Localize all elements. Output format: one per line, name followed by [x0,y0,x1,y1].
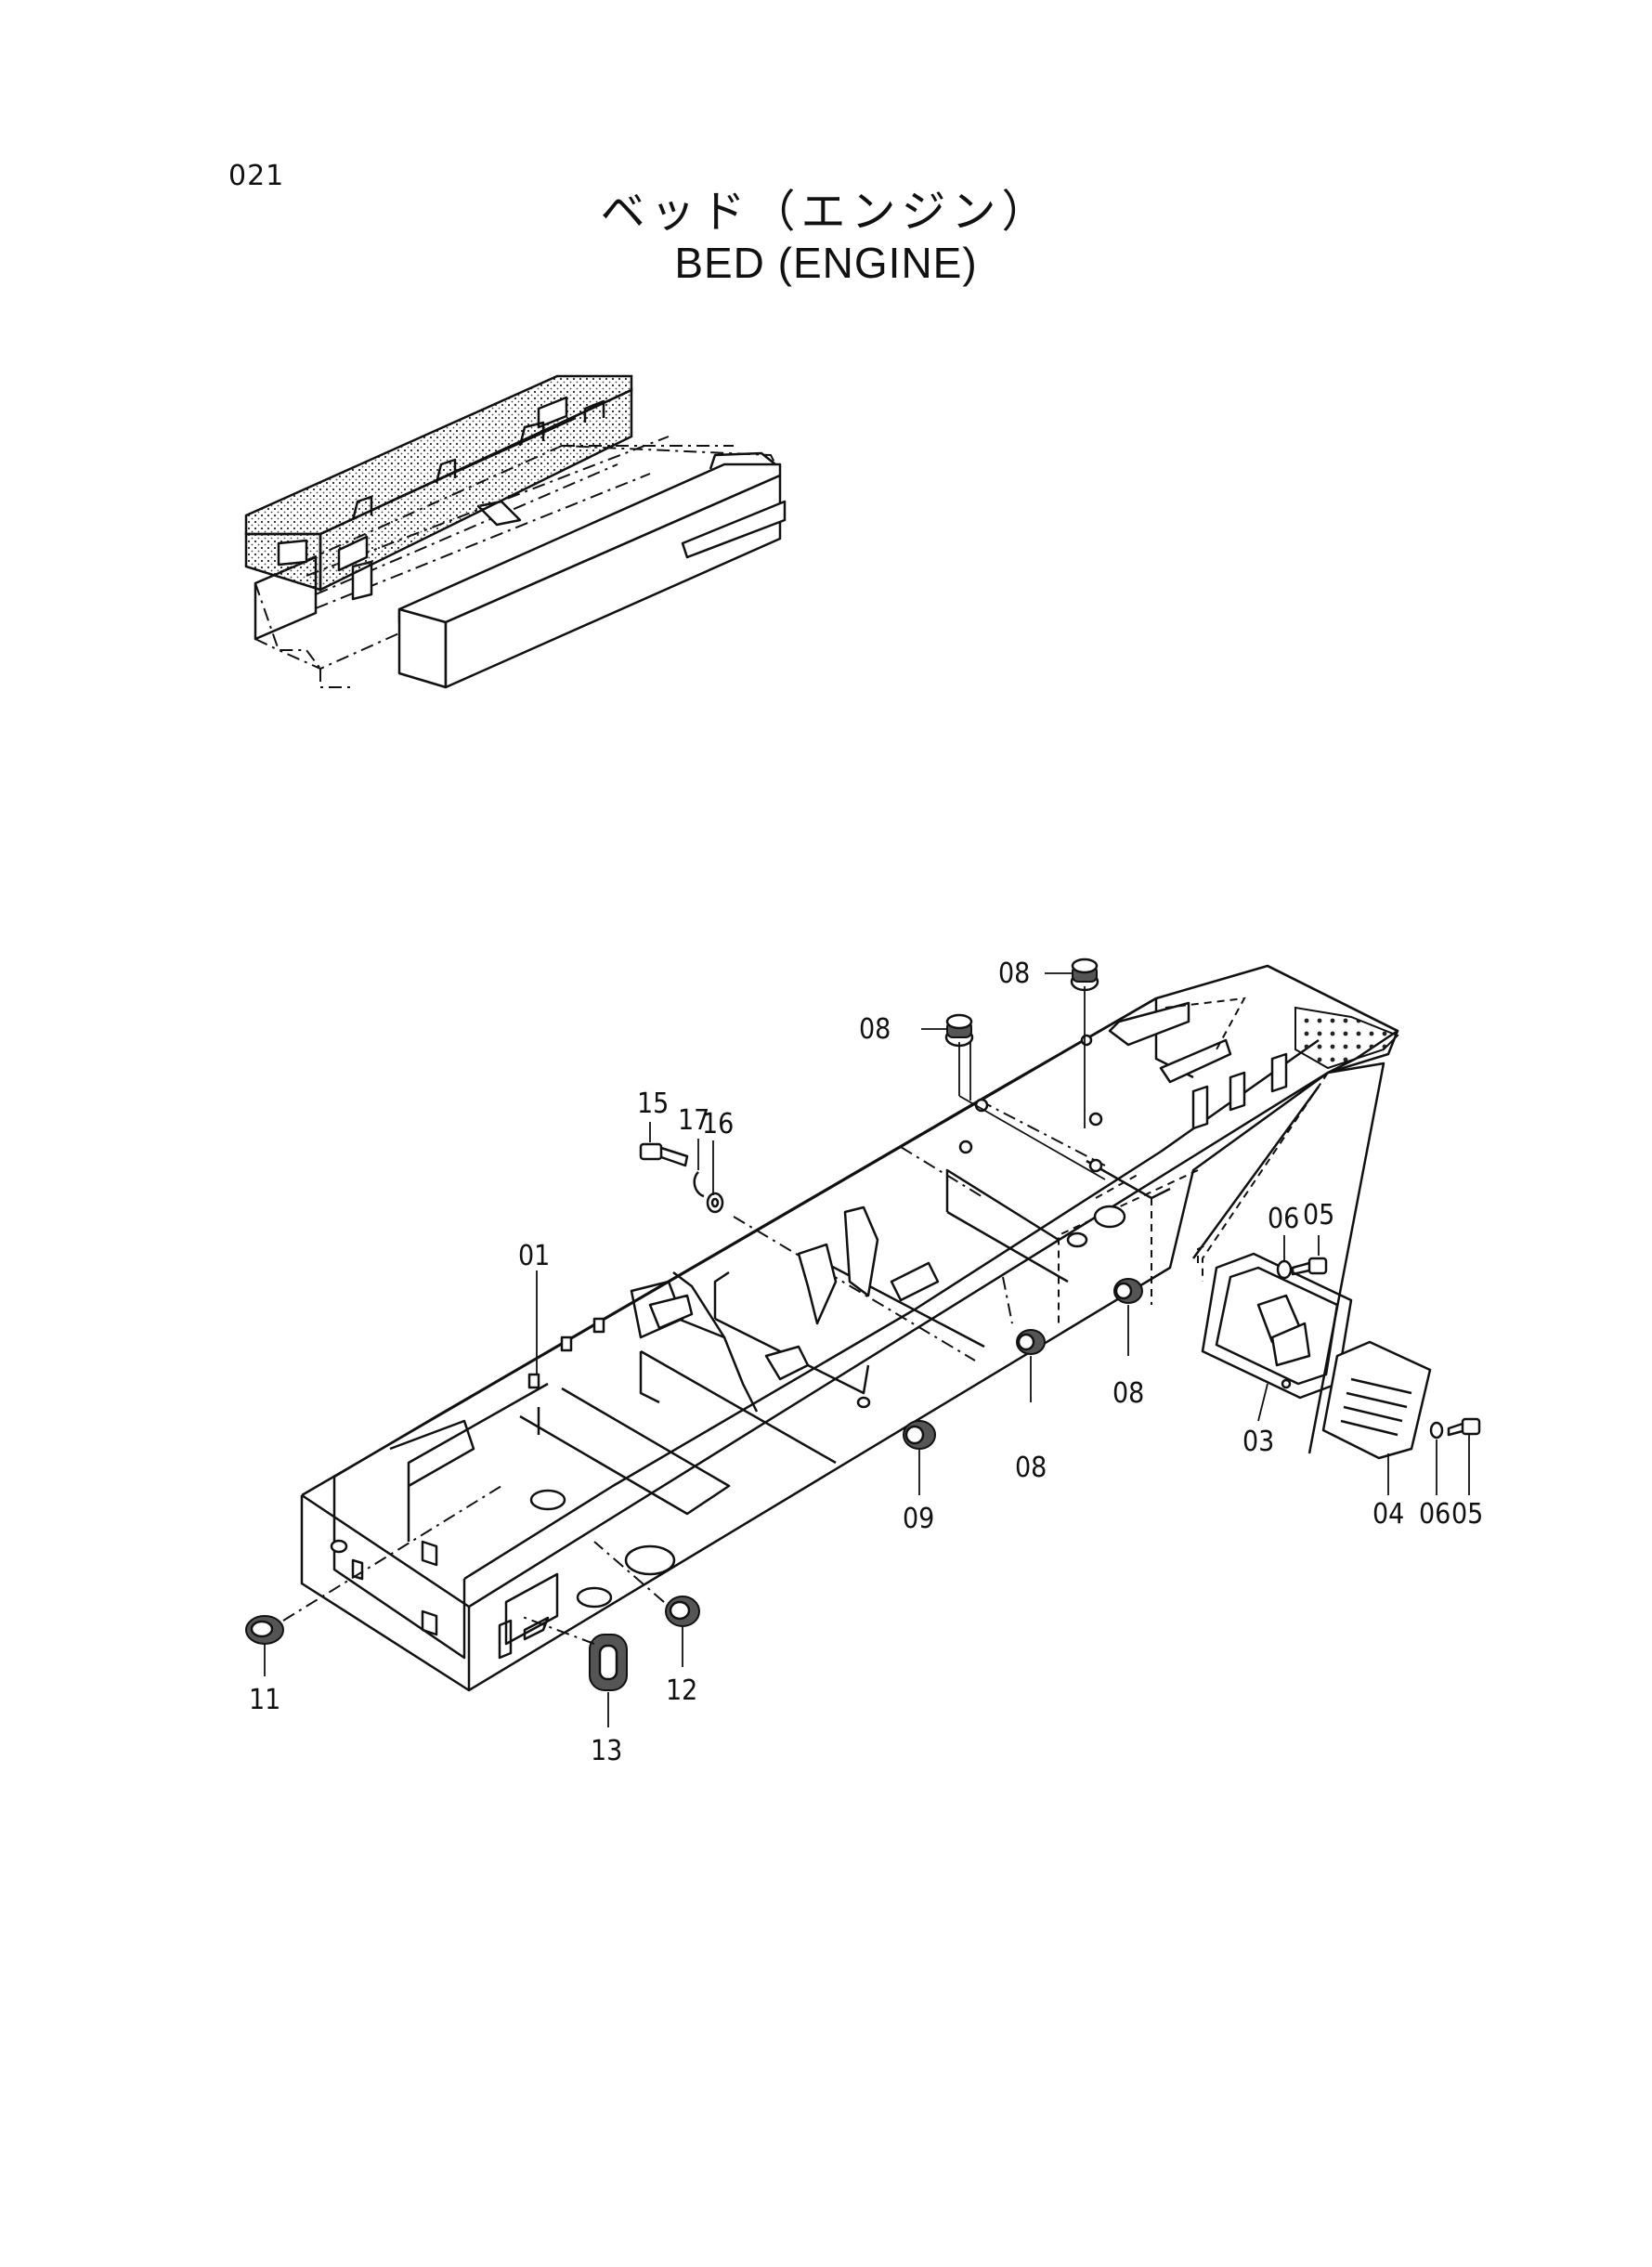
bolt-05-upper [1291,1257,1328,1276]
grommet-13 [589,1634,628,1691]
callout-08-top-left: 08 [859,1013,891,1046]
locator-illustration [244,374,787,689]
louvre-04 [1321,1340,1432,1460]
page-number: 021 [228,160,285,192]
title-japanese: ベッド（エンジン） [600,186,1052,238]
engine-bed-frame [300,964,1399,1692]
bolt-05-lower [1447,1417,1481,1437]
callout-labels: 08 08 15 17 16 01 06 05 08 08 09 03 04 0… [249,958,1483,1767]
callout-05-lower: 05 [1451,1498,1483,1531]
washer-16 [706,1192,724,1214]
callout-06-lower: 06 [1419,1498,1450,1531]
washer-06-lower [1429,1421,1444,1440]
plug-08-a [1070,958,1099,992]
callout-08-middle: 08 [1015,1452,1047,1484]
callout-16: 16 [702,1108,734,1140]
callout-12: 12 [666,1674,697,1707]
callout-01: 01 [518,1240,550,1272]
callout-05-upper: 05 [1303,1199,1334,1231]
washer-06-upper [1276,1259,1293,1280]
callout-08-top-right: 08 [998,958,1030,990]
callout-15: 15 [637,1088,669,1120]
washer-17 [693,1171,705,1198]
callout-06-upper: 06 [1268,1203,1299,1235]
plug-08-d [1016,1329,1046,1355]
callout-11: 11 [249,1684,280,1716]
callout-17: 17 [678,1104,709,1137]
plug-11 [245,1615,284,1645]
callout-13: 13 [591,1735,622,1767]
callout-09: 09 [903,1503,934,1535]
title-english: BED (ENGINE) [674,239,978,287]
callout-08-right: 08 [1112,1377,1144,1410]
plug-12 [665,1596,700,1627]
cover-03 [1201,1252,1353,1400]
plug-08-b [944,1013,974,1048]
plug-08-c [1113,1278,1143,1304]
loose-parts [245,958,1481,1691]
bolt-15 [639,1142,689,1167]
callout-03: 03 [1242,1426,1274,1458]
callout-04: 04 [1372,1498,1404,1531]
leader-lines [264,972,1470,1727]
plug-09 [903,1420,936,1450]
